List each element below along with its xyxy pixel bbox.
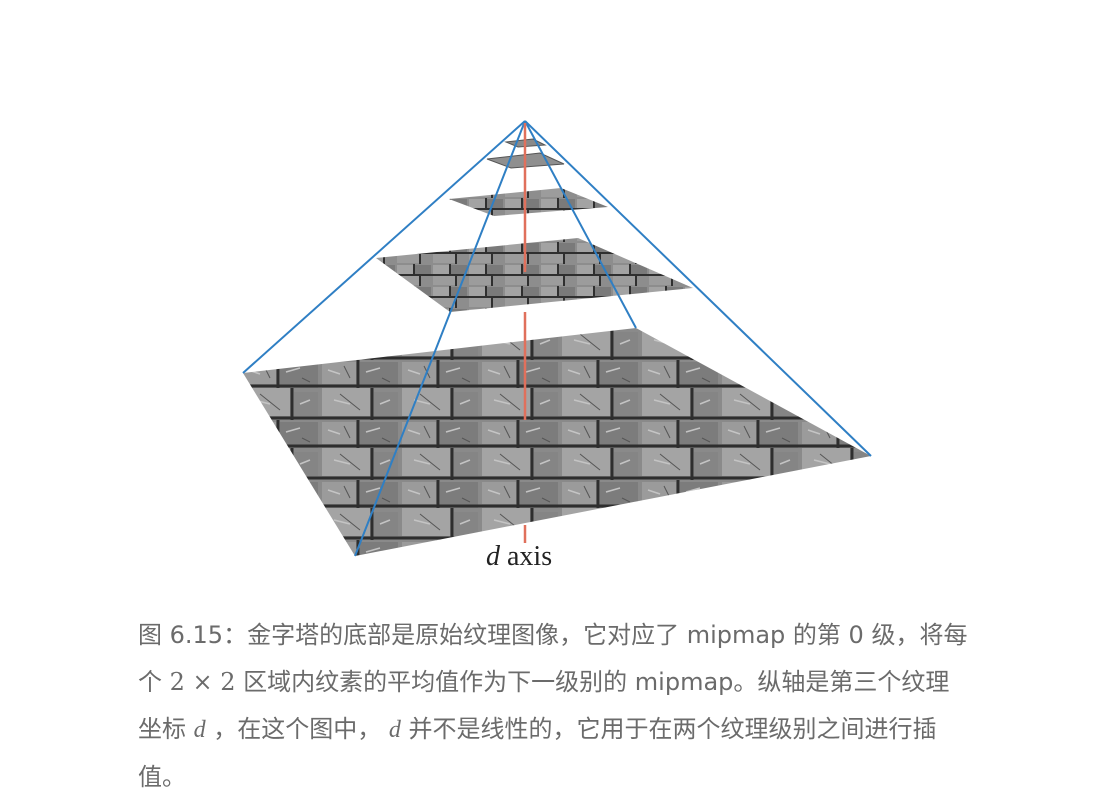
caption-suffix: 并不是线性的，它用于在两个纹理级别之间进行插值。 <box>138 715 937 791</box>
mipmap-level-0 <box>243 328 871 556</box>
caption-math-size: 2 × 2 <box>169 668 236 696</box>
mipmap-level-1 <box>376 238 693 312</box>
d-axis-word: axis <box>500 541 553 572</box>
caption-middle: ，在这个图中， <box>205 715 389 743</box>
pyramid-edges <box>242 120 872 557</box>
caption-after-size: 区域内纹素的平均值作为下一级别的 mipmap。纵轴是第三个纹理坐标 <box>138 668 950 743</box>
mipmap-level-2 <box>449 188 608 216</box>
d-axis-variable: d <box>486 541 500 572</box>
mipmap-pyramid-figure <box>242 120 872 557</box>
figure-caption: 图 6.15：金字塔的底部是原始纹理图像，它对应了 mipmap 的第 0 级，… <box>138 612 968 801</box>
caption-prefix: 图 6.15：金字塔的底部是原始纹理图像，它对应了 mipmap 的第 0 级，… <box>138 621 968 696</box>
d-axis-label: d axis <box>486 541 552 573</box>
caption-variable-d-2: d <box>388 717 401 743</box>
caption-variable-d-1: d <box>193 717 206 743</box>
